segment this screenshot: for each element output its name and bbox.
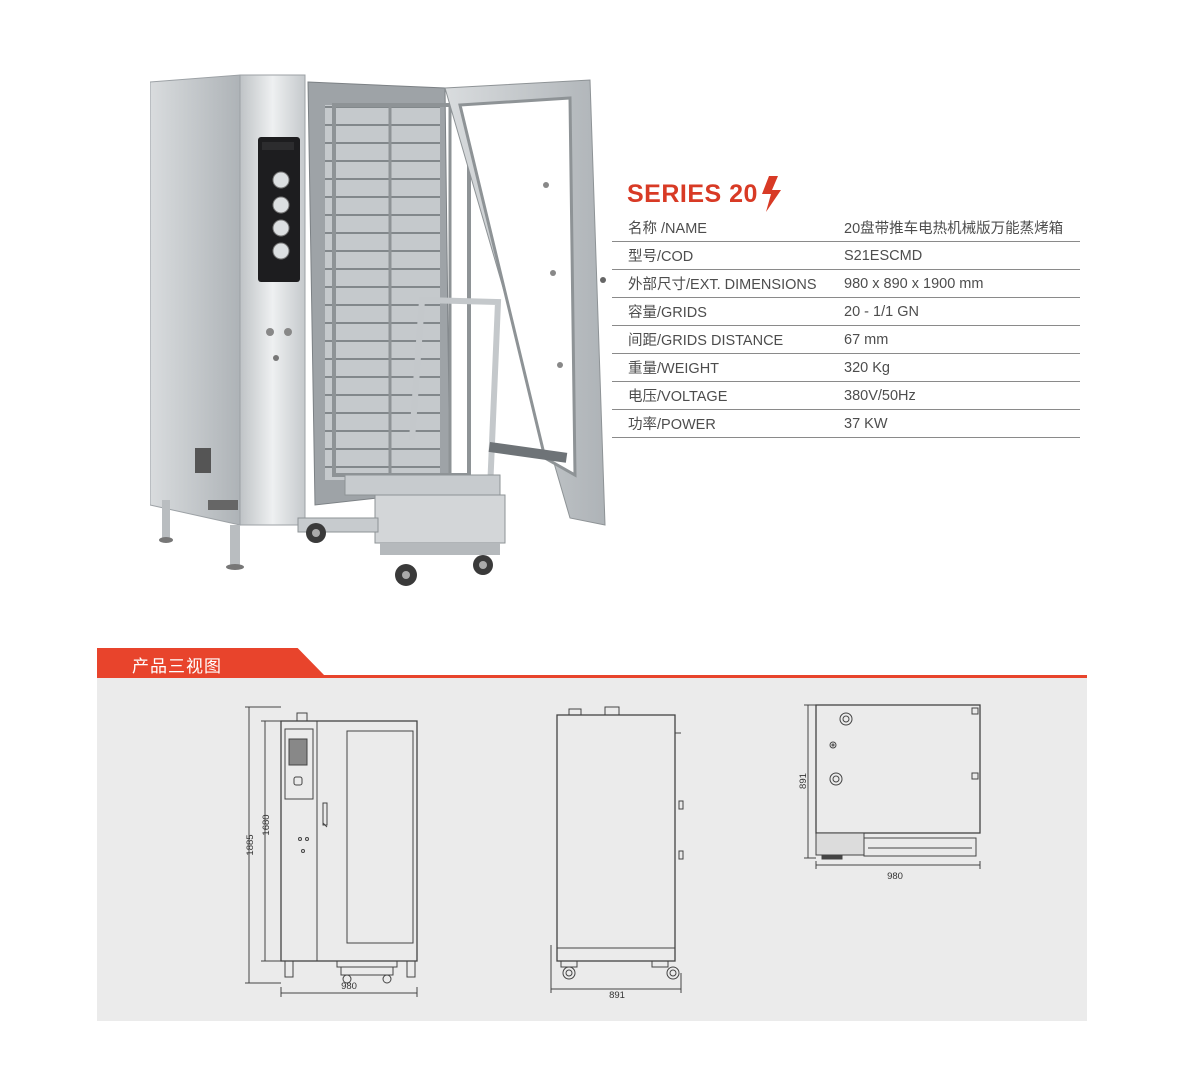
spec-value: 20盘带推车电热机械版万能蒸烤箱 [844, 214, 1080, 242]
series-title: SERIES 20 [627, 176, 782, 212]
spec-label: 外部尺寸/EXT. DIMENSIONS [612, 269, 844, 298]
spec-row-dimensions: 外部尺寸/EXT. DIMENSIONS 980 x 890 x 1900 mm [612, 269, 1080, 298]
spec-value: S21ESCMD [844, 241, 1080, 270]
spec-value: 20 - 1/1 GN [844, 297, 1080, 326]
dim-side-depth: 891 [609, 990, 625, 1001]
front-view-drawing: 1885 1680 980 [245, 706, 418, 997]
spec-label: 容量/GRIDS [612, 297, 844, 326]
three-view-drawing-panel: 1885 1680 980 891 [97, 678, 1087, 1021]
side-view-drawing: 891 [550, 706, 684, 1001]
spec-label: 重量/WEIGHT [612, 353, 844, 382]
product-photo [150, 74, 606, 586]
spec-row-name: 名称 /NAME 20盘带推车电热机械版万能蒸烤箱 [612, 214, 1080, 242]
section-title: 产品三视图 [132, 657, 222, 676]
spec-label: 名称 /NAME [612, 214, 844, 242]
spec-row-grids: 容量/GRIDS 20 - 1/1 GN [612, 297, 1080, 326]
dim-top-width: 980 [887, 871, 903, 882]
spec-row-voltage: 电压/VOLTAGE 380V/50Hz [612, 381, 1080, 410]
section-banner-line [97, 675, 1087, 678]
spec-label: 电压/VOLTAGE [612, 381, 844, 410]
spec-value: 320 Kg [844, 353, 1080, 382]
spec-row-cod: 型号/COD S21ESCMD [612, 241, 1080, 270]
spec-value: 67 mm [844, 325, 1080, 354]
spec-value: 380V/50Hz [844, 381, 1080, 410]
spec-row-weight: 重量/WEIGHT 320 Kg [612, 353, 1080, 382]
spec-row-grids-distance: 间距/GRIDS DISTANCE 67 mm [612, 325, 1080, 354]
top-view-drawing: 891 980 [798, 704, 981, 882]
spec-label: 功率/POWER [612, 409, 844, 438]
section-banner-tab [97, 648, 325, 676]
spec-value: 980 x 890 x 1900 mm [844, 269, 1080, 298]
dim-top-depth: 891 [798, 773, 809, 789]
dim-height-total: 1885 [245, 834, 256, 855]
spec-label: 型号/COD [612, 241, 844, 270]
spec-row-power: 功率/POWER 37 KW [612, 409, 1080, 438]
dim-height-body: 1680 [261, 814, 272, 835]
dim-front-width: 980 [341, 981, 357, 992]
spec-label: 间距/GRIDS DISTANCE [612, 325, 844, 354]
series-title-text: SERIES 20 [627, 179, 758, 208]
spec-value: 37 KW [844, 409, 1080, 438]
lightning-bolt-icon [761, 176, 781, 212]
spec-table: 名称 /NAME 20盘带推车电热机械版万能蒸烤箱 型号/COD S21ESCM… [612, 214, 1080, 438]
